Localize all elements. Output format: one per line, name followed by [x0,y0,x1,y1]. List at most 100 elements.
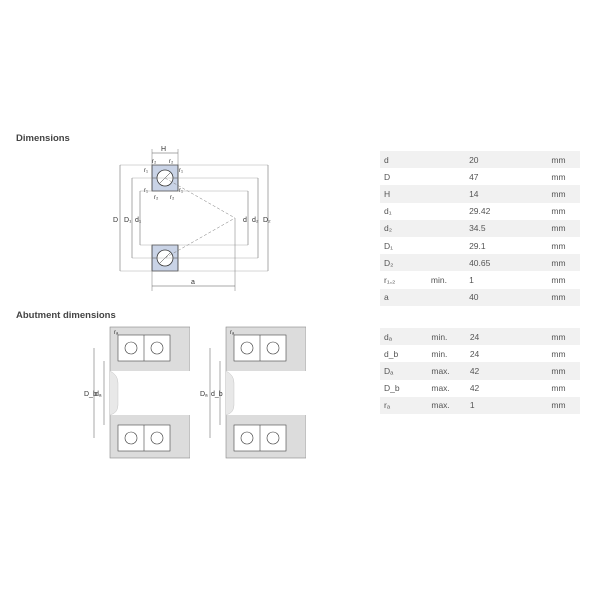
spec-value: 42 [469,383,480,394]
table-row: D_b max. 42 mm [380,380,580,397]
label-D2: D₂ [263,217,271,224]
ball-top-2 [150,341,164,355]
table-row: r₁,₂ min. 1 mm [380,271,580,288]
label-da: dₐ [95,391,102,398]
ball-top-2 [266,341,280,355]
spec-limit [426,254,466,272]
spec-symbol: dₐ [380,328,428,346]
spec-unit: mm [551,240,566,251]
spec-unit: mm [547,328,580,346]
spec-value: 47 [469,171,479,182]
dimensions-title: Dimensions [16,133,70,144]
spec-limit [426,185,466,203]
spec-value: 20 [465,151,548,169]
label-r1-right: r₁ [179,168,183,174]
label-H: H [161,146,166,153]
spec-symbol: d [380,151,427,169]
label-d1: d₁ [135,217,142,224]
spec-symbol: a [380,288,427,306]
spec-symbol: r₁,₂ [384,274,396,285]
abutment-drawing-right: Dₐ d_b rₐ [200,326,306,459]
spec-limit: max. [431,383,450,394]
label-ra: rₐ [114,330,119,336]
spec-value: 29.1 [469,240,486,251]
table-row: D₁ 29.1 mm [380,237,580,254]
spec-unit: mm [551,383,566,394]
ball-top-1 [124,341,138,355]
spec-limit [426,288,466,306]
ball-bottom-1 [240,431,254,445]
spec-limit: min. [431,348,448,359]
spec-unit: mm [547,254,580,272]
bearing-cross-section-drawing: H r₂ r₂ r₁ r₁ r₁ r₁ r₂ r₂ D D₁ d₁ d d₂ D… [113,146,271,291]
label-ra: rₐ [230,330,235,336]
spec-symbol: d_b [384,348,399,359]
spec-symbol: Dₐ [380,362,428,380]
label-D1: D₁ [124,217,132,224]
spec-unit: mm [551,171,566,182]
label-d2: d₂ [252,217,259,224]
spec-value: 1 [469,274,474,285]
label-Da: Dₐ [200,391,208,398]
spec-limit: min. [430,274,447,285]
spec-unit: mm [547,288,580,306]
spec-limit [426,151,466,169]
spec-symbol: D₁ [384,240,394,251]
label-r1-left: r₁ [144,168,148,174]
label-r2-bottom-right: r₂ [170,195,175,201]
abutment-title: Abutment dimensions [16,310,116,321]
spec-unit: mm [551,206,566,217]
spec-symbol: d₁ [384,206,392,217]
spec-unit: mm [547,362,580,380]
spec-limit: max. [427,362,466,380]
label-r2-bottom-left: r₂ [154,195,159,201]
ball-bottom-2 [150,431,164,445]
spec-value: 1 [465,396,548,414]
label-D: D [113,217,118,224]
spec-symbol: D [384,171,391,182]
spec-value: 14 [465,185,548,203]
spec-unit: mm [547,185,580,203]
spec-limit [427,203,465,220]
spec-symbol: D₂ [380,254,427,272]
table-row: D 47 mm [380,168,580,185]
spec-value: 40 [465,288,548,306]
spec-unit: mm [551,274,566,285]
spec-value: 40.65 [465,254,548,272]
label-r2-top-left: r₂ [152,159,157,165]
spec-limit: min. [427,328,466,346]
spec-limit [426,219,466,237]
abutment-drawing-left: D_b dₐ rₐ [84,326,190,459]
ball-bottom-2 [266,431,280,445]
spec-limit: max. [427,396,466,414]
spec-symbol: rₐ [380,396,428,414]
spec-unit: mm [547,151,580,169]
ball-top-1 [240,341,254,355]
label-r2-top-right: r₂ [169,159,174,165]
label-Db: D_b [84,391,97,398]
label-d: d [243,217,247,224]
spec-unit: mm [547,396,580,414]
label-db: d_b [211,391,223,398]
label-a: a [191,279,195,286]
spec-value: 24 [465,328,548,346]
spec-value: 42 [465,362,548,380]
spec-limit [427,237,465,254]
spec-value: 34.5 [465,219,548,237]
spec-value: 24 [469,348,480,359]
spec-unit: mm [547,219,580,237]
ball-bottom-1 [124,431,138,445]
spec-limit [427,168,465,185]
spec-symbol: D_b [384,383,400,394]
spec-symbol: d₂ [380,219,427,237]
